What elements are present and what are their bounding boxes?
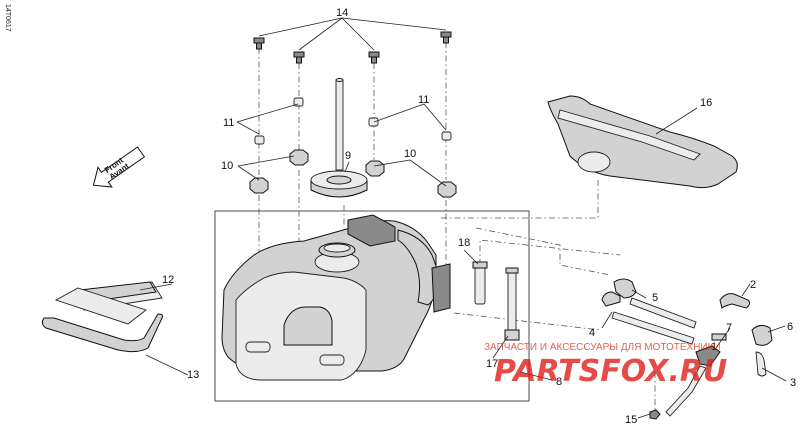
callout-13: 13 xyxy=(187,369,199,381)
callout-4: 4 xyxy=(589,327,595,339)
callout-7: 7 xyxy=(726,322,732,334)
bolt-icon xyxy=(253,37,265,50)
callout-14: 14 xyxy=(336,7,348,19)
grommet-11-group xyxy=(254,97,452,145)
callout-6: 6 xyxy=(787,321,793,333)
front-direction-arrow: Front Avant xyxy=(92,146,146,188)
tank-assembly-frame xyxy=(214,210,530,402)
bolt-icon xyxy=(368,51,380,64)
callout-11-right: 11 xyxy=(418,94,429,106)
watermark-logo: PARTSFOX.RU xyxy=(494,354,727,389)
callout-10-left: 10 xyxy=(221,160,233,172)
pickup-tube-17 xyxy=(504,267,520,341)
callout-3: 3 xyxy=(790,377,796,389)
bracket-13 xyxy=(41,287,163,353)
diagram-code: 14T0617 xyxy=(4,4,11,32)
callout-18: 18 xyxy=(458,237,470,249)
vent-valve-18 xyxy=(472,261,488,305)
callout-5: 5 xyxy=(652,292,658,304)
heat-shield-16 xyxy=(547,95,738,189)
callout-1: 1 xyxy=(711,341,717,353)
leader-lines xyxy=(139,17,787,419)
fuel-cap-9 xyxy=(310,78,368,198)
callout-15: 15 xyxy=(625,414,637,426)
bolt-14-group xyxy=(253,31,452,64)
bolt-icon xyxy=(293,51,305,64)
callout-9: 9 xyxy=(345,150,351,162)
callout-8: 8 xyxy=(556,376,562,388)
hose-assembly xyxy=(601,278,773,420)
watermark-subtitle: ЗАПЧАСТИ И АКСЕССУАРЫ ДЛЯ МОТОТЕХНИКИ xyxy=(484,342,721,353)
bolt-icon xyxy=(440,31,452,44)
fuel-tank-8 xyxy=(221,214,451,381)
watermark: ЗАПЧАСТИ И АКСЕССУАРЫ ДЛЯ МОТОТЕХНИКИ PA… xyxy=(484,342,727,389)
callout-2: 2 xyxy=(750,279,756,291)
callout-17: 17 xyxy=(486,358,498,370)
callout-10-right: 10 xyxy=(404,148,416,160)
callout-12: 12 xyxy=(162,274,174,286)
callout-11-left: 11 xyxy=(223,117,234,129)
callout-16: 16 xyxy=(700,97,712,109)
callout-labels: 14 11 11 10 10 9 16 12 13 18 17 8 5 4 2 … xyxy=(162,7,796,426)
